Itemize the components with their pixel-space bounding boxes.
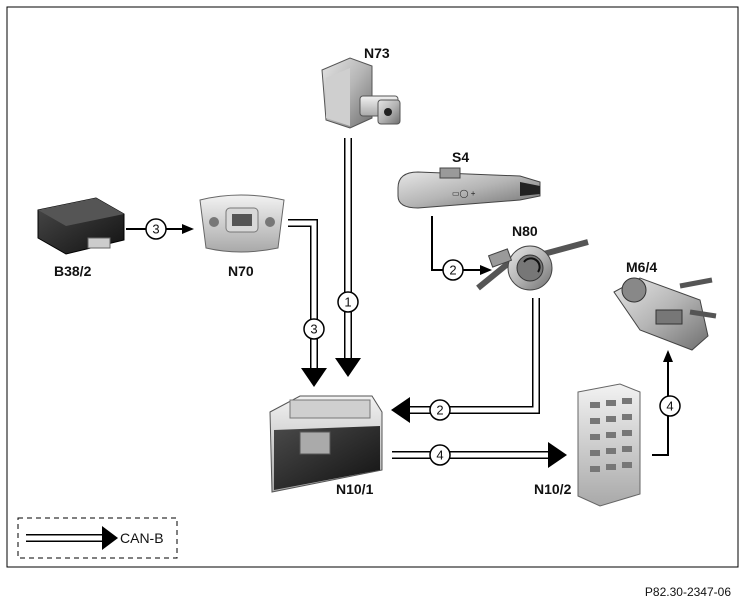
n70-overhead-panel-icon <box>199 194 285 253</box>
label-n80: N80 <box>512 223 538 239</box>
label-b38-2: B38/2 <box>54 263 92 279</box>
svg-text:3: 3 <box>152 222 159 237</box>
label-m6-4: M6/4 <box>626 259 657 275</box>
label-s4: S4 <box>452 149 469 165</box>
connection-number-c1: 1 <box>337 291 359 313</box>
s4-combination-switch-icon: ▭◯ + <box>397 167 541 209</box>
svg-text:3: 3 <box>310 322 317 337</box>
legend-can-b-arrow-head <box>102 526 118 550</box>
connection-number-c3a: 3 <box>145 218 167 240</box>
n10-2-fuse-box-icon <box>577 383 641 507</box>
connection-number-c4b: 4 <box>659 395 681 417</box>
svg-text:4: 4 <box>436 448 443 463</box>
connection-s4-to-n80 <box>431 216 492 275</box>
connection-number-c2b: 2 <box>429 399 451 421</box>
n80-steering-module-icon <box>476 239 589 291</box>
label-n10-1: N10/1 <box>336 481 374 497</box>
svg-text:2: 2 <box>449 263 456 278</box>
svg-text:▭◯ +: ▭◯ + <box>452 189 476 198</box>
connection-number-c3b: 3 <box>303 318 325 340</box>
legend-label: CAN-B <box>120 530 164 546</box>
svg-text:2: 2 <box>436 403 443 418</box>
legend: CAN-B <box>17 517 178 559</box>
b38-2-sensor-icon <box>37 197 125 255</box>
n73-ignition-switch-icon <box>321 57 401 129</box>
connection-n80-to-n10-1 <box>391 298 540 423</box>
n10-1-sam-module-icon <box>269 395 383 493</box>
connection-number-c4a: 4 <box>429 444 451 466</box>
connection-n73-to-n10-1 <box>335 138 361 377</box>
connection-number-c2: 2 <box>442 259 464 281</box>
label-n73: N73 <box>364 45 390 61</box>
label-n70: N70 <box>228 263 254 279</box>
figure-reference: P82.30-2347-06 <box>644 585 731 599</box>
m6-4-motor-icon <box>613 277 717 351</box>
label-n10-2: N10/2 <box>534 481 572 497</box>
connection-n10-1-to-n10-2 <box>392 442 567 468</box>
svg-text:4: 4 <box>666 399 673 414</box>
connection-n10-2-to-m6-4 <box>652 350 673 456</box>
svg-text:1: 1 <box>344 295 351 310</box>
